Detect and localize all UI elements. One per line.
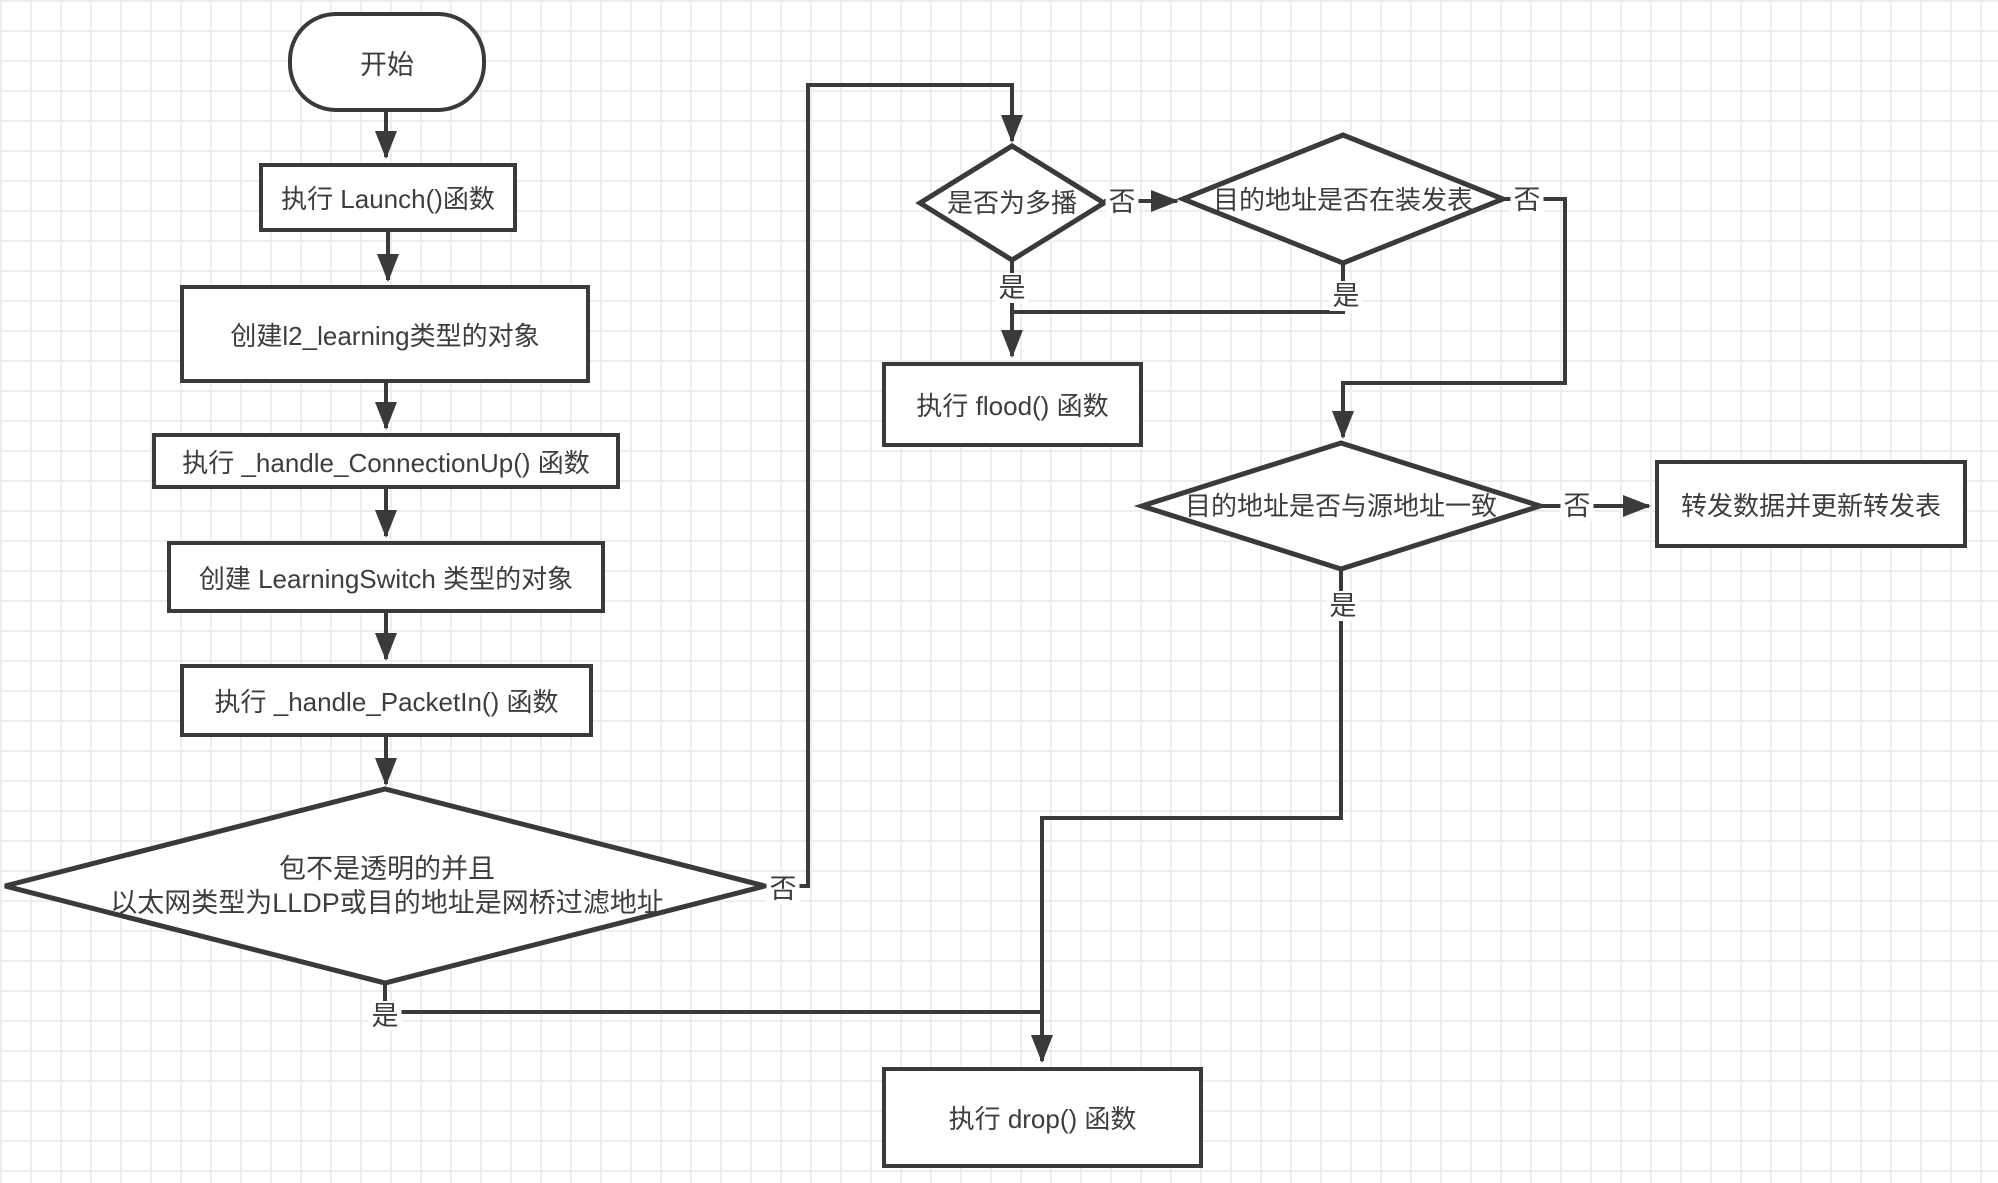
dst-in-table-decision-label: 目的地址是否在装发表 <box>1212 185 1474 215</box>
edge-label-yes-multicast[interactable]: 是 <box>995 273 1029 303</box>
forward-update-step-node[interactable]: 转发数据并更新转发表 <box>1655 460 1967 548</box>
src-dst-match-decision-label: 目的地址是否与源地址一致 <box>1184 491 1498 521</box>
edge-label-no-dst-table[interactable]: 否 <box>1510 185 1544 215</box>
packet-filter-decision-label-line2: 以太网类型为LLDP或目的地址是网桥过滤地址 <box>110 888 664 918</box>
edge-label-yes-filter[interactable]: 是 <box>368 1001 402 1031</box>
edge-src-match-yes-to-drop[interactable] <box>1031 569 1343 1063</box>
flood-step-node[interactable]: 执行 flood() 函数 <box>882 362 1143 447</box>
packet-filter-decision-label: 包不是透明的并且 以太网类型为LLDP或目的地址是网桥过滤地址 <box>110 852 664 920</box>
edge-label-no-filter[interactable]: 否 <box>766 874 800 904</box>
edge-label-no-multicast[interactable]: 否 <box>1105 187 1139 217</box>
handle-connectionup-step-node[interactable]: 执行 _handle_ConnectionUp() 函数 <box>152 433 620 489</box>
drop-step-node[interactable]: 执行 drop() 函数 <box>882 1067 1203 1168</box>
edge-dst-table-yes-to-flood-line[interactable] <box>1014 263 1345 314</box>
handle-packetin-step-node[interactable]: 执行 _handle_PacketIn() 函数 <box>180 664 593 737</box>
start-node[interactable]: 开始 <box>288 12 486 112</box>
edge-filter-yes-to-drop-line[interactable] <box>383 983 1044 1014</box>
launch-step-node[interactable]: 执行 Launch()函数 <box>259 163 517 232</box>
multicast-decision-label: 是否为多播 <box>946 188 1078 218</box>
edge-label-no-src-match[interactable]: 否 <box>1560 491 1594 521</box>
create-learningswitch-step-node[interactable]: 创建 LearningSwitch 类型的对象 <box>167 541 605 613</box>
create-l2-learning-step-node[interactable]: 创建l2_learning类型的对象 <box>180 285 590 383</box>
edge-label-yes-dst-table[interactable]: 是 <box>1329 281 1363 311</box>
edge-dst-table-no-to-src-match[interactable] <box>1332 197 1567 439</box>
packet-filter-decision-label-line1: 包不是透明的并且 <box>278 854 495 884</box>
edge-label-yes-src-match[interactable]: 是 <box>1326 591 1360 621</box>
